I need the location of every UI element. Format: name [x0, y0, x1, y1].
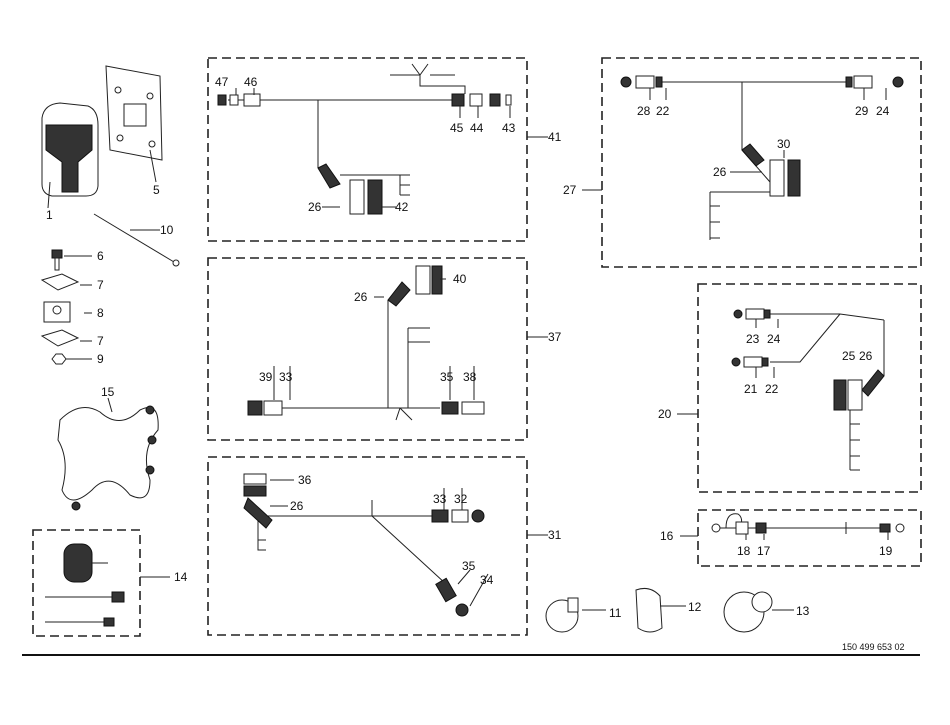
label-22: 22: [656, 104, 670, 118]
harness-31-drawing: [243, 473, 485, 617]
harness-16-drawing: [711, 513, 905, 535]
label-26: 26: [713, 165, 727, 179]
label-9: 9: [97, 352, 104, 366]
label-30: 30: [777, 137, 791, 151]
label-22: 22: [765, 382, 779, 396]
group-label-20: 20: [658, 407, 672, 421]
label-23: 23: [746, 332, 760, 346]
label-10: 10: [160, 223, 174, 237]
document-number: 150 499 653 02: [842, 642, 905, 652]
label-43: 43: [502, 121, 516, 135]
mount-parts-drawing: [545, 588, 794, 633]
label-24: 24: [876, 104, 890, 118]
label-14: 14: [174, 570, 188, 584]
label-35: 35: [440, 370, 454, 384]
label-5: 5: [153, 183, 160, 197]
label-40: 40: [453, 272, 467, 286]
group-box-20: [697, 283, 922, 493]
harness-41-drawing: [217, 63, 512, 215]
label-25: 25: [842, 349, 856, 363]
group-label-41: 41: [548, 130, 562, 144]
small-hardware-drawing: [40, 249, 92, 365]
label-1: 1: [46, 208, 53, 222]
label-42: 42: [395, 200, 409, 214]
group-box-27: [601, 57, 922, 268]
label-34: 34: [480, 573, 494, 587]
group-box-31: [207, 456, 528, 636]
label-33: 33: [279, 370, 293, 384]
label-19: 19: [879, 544, 893, 558]
harness-27-drawing: [620, 75, 904, 240]
cradle-drawing: [57, 397, 159, 511]
label-26: 26: [859, 349, 873, 363]
label-35: 35: [462, 559, 476, 573]
group-box-14: [32, 529, 141, 637]
cable-tie-drawing: [93, 213, 180, 267]
harness-37-drawing: [247, 265, 485, 421]
group-box-41: [207, 57, 528, 242]
label-17: 17: [757, 544, 771, 558]
label-24: 24: [767, 332, 781, 346]
label-26: 26: [354, 290, 368, 304]
label-7-bottom: 7: [97, 334, 104, 348]
label-33: 33: [433, 492, 447, 506]
group-label-37: 37: [548, 330, 562, 344]
label-11: 11: [609, 606, 622, 620]
label-46: 46: [244, 75, 258, 89]
group-box-37: [207, 257, 528, 441]
group-label-16: 16: [660, 529, 674, 543]
label-6: 6: [97, 249, 104, 263]
label-7-top: 7: [97, 278, 104, 292]
label-39: 39: [259, 370, 273, 384]
label-38: 38: [463, 370, 477, 384]
label-21: 21: [744, 382, 758, 396]
group-label-31: 31: [548, 528, 562, 542]
label-44: 44: [470, 121, 484, 135]
label-12: 12: [688, 600, 702, 614]
label-45: 45: [450, 121, 464, 135]
label-18: 18: [737, 544, 751, 558]
group-label-27: 27: [563, 183, 577, 197]
label-15: 15: [101, 385, 115, 399]
charger-kit-drawing: [45, 543, 125, 627]
holder-drawing: [41, 102, 99, 209]
label-47: 47: [215, 75, 229, 89]
label-32: 32: [454, 492, 468, 506]
label-13: 13: [796, 604, 810, 618]
label-28: 28: [637, 104, 651, 118]
label-26: 26: [308, 200, 322, 214]
label-8: 8: [97, 306, 104, 320]
label-29: 29: [855, 104, 869, 118]
label-36: 36: [298, 473, 312, 487]
mounting-plate-drawing: [105, 65, 163, 183]
label-26: 26: [290, 499, 304, 513]
harness-20-drawing: [731, 308, 885, 471]
